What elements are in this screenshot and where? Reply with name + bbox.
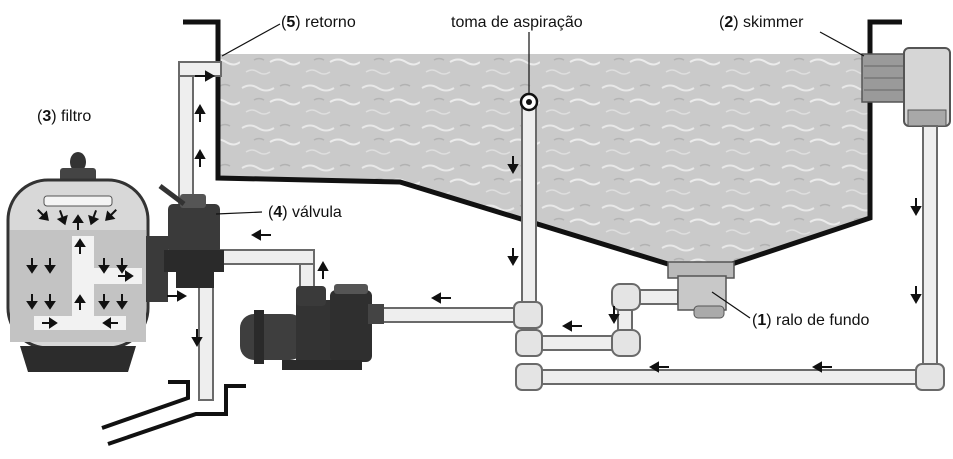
pump bbox=[240, 284, 384, 370]
arrow-left-icon bbox=[561, 320, 582, 332]
return-pipe bbox=[178, 61, 222, 213]
pump-suction-pipe bbox=[379, 307, 531, 323]
label-skimmer: (2) skimmer bbox=[719, 14, 804, 31]
arrow-left-icon bbox=[430, 292, 451, 304]
suction-inlet-pipe bbox=[519, 92, 539, 343]
arrow-down-icon bbox=[910, 286, 922, 305]
leader-lines bbox=[215, 23, 865, 319]
skimmer bbox=[861, 47, 951, 127]
arrow-down-icon bbox=[608, 306, 620, 325]
bottom-pipe bbox=[521, 369, 938, 385]
arrow-up-icon bbox=[317, 260, 329, 279]
arrow-down-icon bbox=[191, 329, 203, 348]
filter-tank bbox=[6, 152, 168, 372]
label-ralo-de-fundo: (1) ralo de fundo bbox=[752, 312, 870, 329]
arrow-left-icon bbox=[648, 361, 669, 373]
arrow-down-icon bbox=[910, 198, 922, 217]
arrow-left-icon bbox=[250, 229, 271, 241]
pump-discharge-pipe bbox=[213, 249, 315, 291]
label-toma-aspiracao: toma de aspiração bbox=[451, 14, 583, 31]
skimmer-pipe bbox=[922, 125, 938, 385]
arrow-down-icon bbox=[507, 156, 519, 175]
multiport-valve bbox=[158, 184, 224, 288]
pool-wall bbox=[183, 19, 902, 267]
label-retorno: (5) retorno bbox=[281, 14, 356, 31]
pool-water bbox=[218, 54, 872, 264]
arrow-up-icon bbox=[194, 148, 206, 167]
label-filtro: (3) filtro bbox=[37, 108, 92, 125]
waste-pipe bbox=[101, 271, 246, 446]
main-drain-pipe bbox=[535, 289, 679, 351]
arrow-left-icon bbox=[811, 361, 832, 373]
label-valvula: (4) válvula bbox=[268, 204, 342, 221]
arrow-right-icon bbox=[195, 70, 216, 82]
arrow-up-icon bbox=[194, 103, 206, 122]
arrow-right-icon bbox=[167, 290, 188, 302]
main-drain bbox=[667, 261, 735, 319]
arrow-down-icon bbox=[507, 248, 519, 267]
filter-flow-arrows bbox=[26, 209, 134, 329]
